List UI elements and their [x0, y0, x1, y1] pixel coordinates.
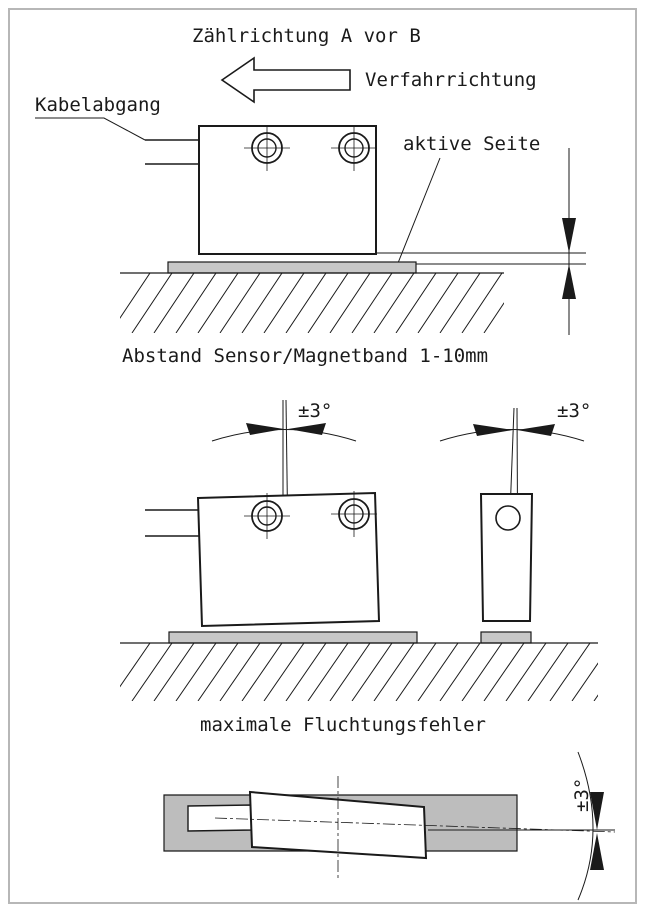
- tilt-left-label: ±3°: [298, 400, 332, 422]
- sensor-body: [198, 125, 377, 255]
- side-view-hole-icon: [495, 505, 521, 531]
- gap-distance-label: Abstand Sensor/Magnetband 1-10mm: [122, 345, 488, 367]
- tilt-right-label: ±3°: [557, 400, 591, 422]
- sensor-axis-line: [214, 817, 616, 833]
- mounting-hole-icon: [244, 493, 290, 539]
- mounting-hole-icon: [331, 125, 377, 171]
- outer-frame: [8, 8, 637, 904]
- cable-exit-leader: [35, 117, 146, 141]
- max-misalignment-label: maximale Fluchtungsfehler: [200, 714, 486, 736]
- cable-exit-label: Kabelabgang: [35, 94, 161, 116]
- magnet-tape: [168, 631, 418, 644]
- travel-direction-label: Verfahrrichtung: [365, 69, 537, 91]
- active-side-leader: [397, 157, 441, 264]
- ground-hatching: [120, 643, 598, 701]
- counting-direction-label: Zählrichtung A vor B: [192, 25, 421, 47]
- ground-hatching: [120, 273, 504, 333]
- magnet-tape-side: [480, 631, 532, 644]
- magnet-tape: [167, 261, 417, 274]
- yaw-dimension: [577, 751, 604, 901]
- travel-direction-arrow-icon: [220, 56, 351, 104]
- mounting-hole-icon: [331, 491, 377, 537]
- gap-dimension: [376, 148, 586, 335]
- cable: [145, 139, 199, 165]
- side-view-sensor-body: [479, 493, 534, 622]
- yaw-angle-label: ±3°: [571, 778, 593, 812]
- active-side-label: aktive Seite: [403, 133, 540, 155]
- cable: [145, 509, 200, 537]
- tilted-sensor-body: [196, 491, 381, 628]
- mounting-hole-icon: [244, 125, 290, 171]
